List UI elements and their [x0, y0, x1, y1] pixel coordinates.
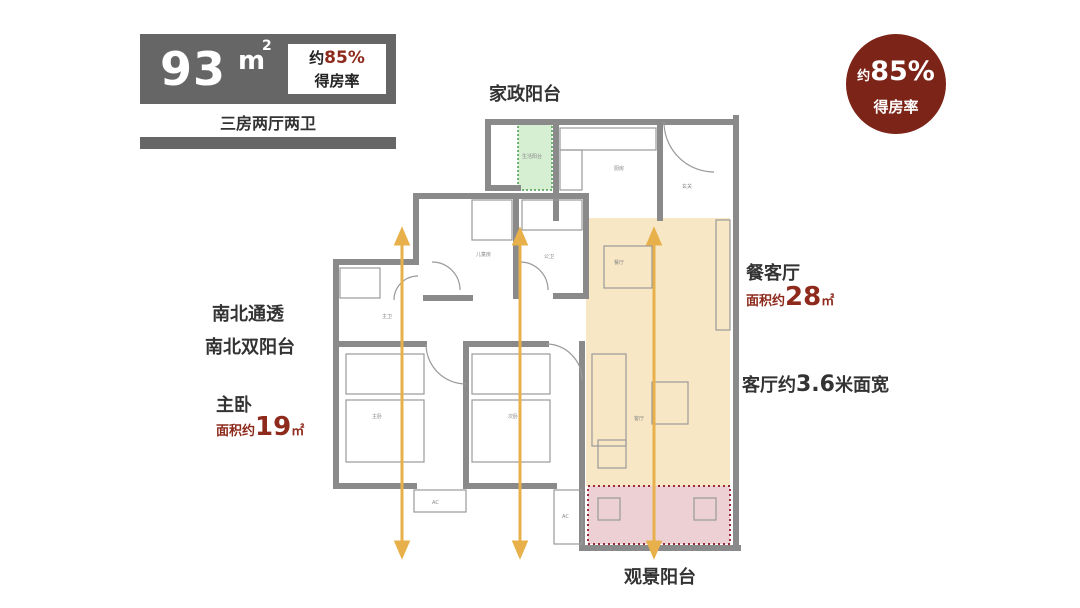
ventilation-arrows: [393, 226, 663, 560]
living-width-label: 客厅约3.6米面宽: [742, 371, 889, 397]
master-title: 主卧: [216, 395, 252, 416]
balcony-chair-1: [597, 497, 621, 521]
room-label-living: 客厅: [634, 415, 644, 422]
arrow-1-head-bottom: [393, 540, 411, 560]
coffee-table: [651, 381, 689, 425]
ac-unit-2: [553, 489, 583, 545]
dining-living-highlight: [586, 218, 730, 486]
arrow-1-head-top: [393, 226, 411, 246]
master-area: 面积约19㎡: [216, 412, 304, 442]
dining-area-unit: ㎡: [821, 294, 835, 309]
layout-type: 三房两厅两卫: [219, 114, 316, 133]
master-area-unit: ㎡: [291, 424, 305, 439]
master-wardrobe: [345, 353, 425, 395]
ratio-prefix: 约: [309, 49, 325, 67]
sofa: [591, 353, 627, 447]
kitchen-counter-side: [559, 149, 583, 191]
area-number: 93: [160, 42, 227, 96]
ac-unit-1: [413, 489, 467, 513]
side-table: [597, 439, 627, 469]
window-strip: [715, 219, 731, 331]
kitchen-counter: [559, 127, 657, 151]
room-label-public-bath: 公卫: [544, 254, 554, 260]
room-label-master-bath: 主卫: [382, 313, 392, 320]
walls: [333, 115, 741, 551]
second-wardrobe: [471, 353, 551, 395]
wall-kids-room: [413, 193, 519, 299]
living-width-suffix: 米面宽: [834, 375, 889, 396]
second-bed: [471, 399, 551, 463]
master-area-value: 19: [255, 412, 292, 442]
badge-value: 85%: [870, 56, 935, 87]
area-unit: m: [238, 46, 266, 76]
dining-table: [603, 245, 653, 289]
room-label-kids: 儿童房: [476, 251, 491, 258]
kids-bed: [471, 199, 513, 241]
ns-balcony-label: 南北双阳台: [205, 337, 295, 358]
living-width-value: 3.6: [796, 372, 835, 397]
master-bed: [345, 399, 425, 463]
public-bath-vanity: [521, 199, 583, 231]
room-label-laundry: 生活阳台: [522, 153, 542, 160]
room-labels: 儿童房 公卫 主卫 主卧 次卧 餐厅 客厅 厨房 玄关 生活阳台 AC AC: [372, 153, 692, 520]
master-bath-vanity: [339, 267, 381, 299]
door-master-bath: [393, 275, 419, 301]
room-label-ac1: AC: [432, 500, 439, 506]
door-master: [425, 343, 467, 385]
room-label-dining: 餐厅: [614, 259, 624, 266]
laundry-highlight: [517, 123, 553, 191]
wall-public-bath: [513, 193, 589, 299]
ratio-value-line: 约85%: [288, 47, 386, 68]
door-kids: [431, 261, 461, 291]
dining-title: 餐客厅: [746, 263, 800, 284]
master-area-prefix: 面积约: [216, 424, 256, 439]
dining-area-prefix: 面积约: [746, 294, 786, 309]
room-label-ac2: AC: [562, 514, 569, 520]
ns-ventilation-label: 南北通透: [212, 304, 284, 325]
ratio-value: 85%: [324, 48, 365, 68]
view-balcony-highlight: [587, 485, 731, 545]
dining-area-value: 28: [785, 282, 822, 312]
living-width-prefix: 客厅约: [742, 375, 796, 396]
wall-laundry-left: [485, 119, 521, 191]
badge-prefix: 约: [857, 69, 871, 84]
room-label-master: 主卧: [372, 413, 382, 420]
balcony-chair-2: [693, 497, 717, 521]
view-balcony-label: 观景阳台: [624, 567, 696, 588]
badge-value-line: 约85%: [846, 56, 946, 87]
fixtures: [339, 121, 731, 545]
room-label-second: 次卧: [508, 413, 518, 420]
header-underline-bar: [140, 137, 396, 149]
ratio-text: 得房率: [314, 72, 360, 90]
ratio-badge: [846, 34, 946, 134]
room-label-entry: 玄关: [682, 183, 692, 190]
ratio-box: [288, 44, 386, 94]
service-balcony-label: 家政阳台: [489, 84, 561, 105]
door-public-bath: [519, 261, 549, 291]
arrow-2-head-top: [511, 226, 529, 246]
arrow-2-head-bottom: [511, 540, 529, 560]
door-entry: [663, 121, 715, 173]
area-unit-superscript: 2: [262, 38, 272, 54]
door-second: [545, 343, 583, 381]
arrow-3-head-bottom: [645, 540, 663, 560]
arrow-3-head-top: [645, 226, 663, 246]
badge-text: 得房率: [873, 98, 919, 116]
dining-area: 面积约28㎡: [746, 282, 834, 312]
room-label-kitchen: 厨房: [614, 165, 624, 172]
